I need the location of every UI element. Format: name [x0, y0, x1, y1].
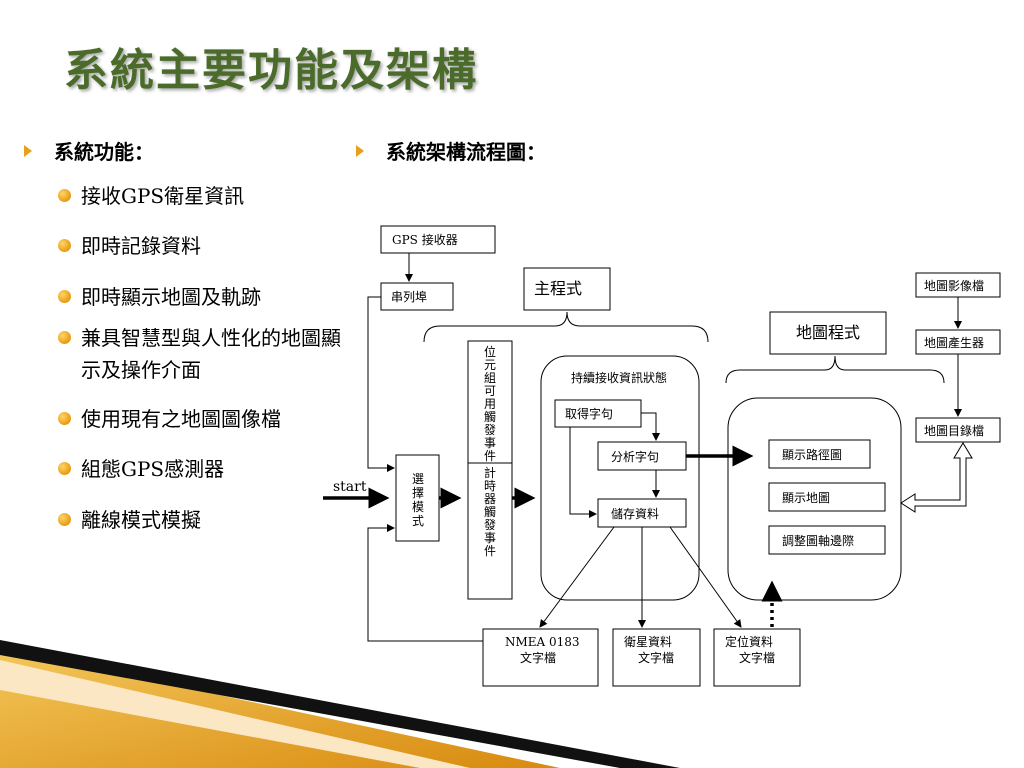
bullet-dot-icon [58, 239, 71, 252]
svg-text:發: 發 [484, 517, 496, 532]
black-stripe [0, 640, 680, 768]
nmea-file-label-line2: 文字檔 [520, 650, 556, 665]
svg-text:事: 事 [484, 531, 496, 545]
list-item: 離線模式模擬 [58, 504, 341, 536]
satellite-file-label-line1: 衛星資料 [624, 635, 672, 649]
features-heading: 系統功能： [24, 136, 154, 165]
list-item: 兼具智慧型與人性化的地圖顯示及操作介面 [58, 322, 341, 386]
get-sentence-box [554, 399, 642, 428]
show-map-box [768, 482, 886, 512]
nmea-file-box [482, 628, 599, 687]
position-file-label-line2: 文字檔 [739, 650, 775, 665]
main-program-label: 主程式 [534, 279, 582, 298]
svg-text:模: 模 [412, 500, 424, 514]
svg-text:用: 用 [484, 397, 496, 411]
svg-text:擇: 擇 [412, 485, 424, 500]
event-column-box [467, 340, 513, 600]
list-item: 即時顯示地圖及軌跡 [58, 281, 341, 313]
bullet-dot-icon [58, 189, 71, 202]
show-route-label: 顯示路徑圖 [782, 447, 842, 462]
adjust-border-label: 調整圖軸邊際 [782, 533, 854, 548]
svg-text:式: 式 [412, 514, 424, 528]
byte-event-label: 位 元 組 可 用 觸 發 事 件 [484, 344, 496, 463]
list-item: 接收GPS衛星資訊 [58, 180, 341, 212]
svg-text:計: 計 [484, 465, 496, 480]
double-arrow-icon [900, 442, 973, 513]
select-mode-label: 選 擇 模 式 [412, 472, 424, 528]
main-program-brace [423, 311, 709, 343]
map-image-file-label: 地圖影像檔 [924, 279, 984, 293]
main-program-box [523, 267, 611, 311]
svg-text:件: 件 [484, 449, 496, 463]
page-title: 系統主要功能及架構 [64, 45, 478, 96]
adjust-border-box [768, 525, 886, 555]
bullet-dot-icon [58, 331, 71, 344]
features-heading-label: 系統功能： [54, 140, 154, 164]
svg-text:位: 位 [484, 344, 496, 359]
bullet-dot-icon [58, 412, 71, 425]
list-item: 即時記錄資料 [58, 230, 341, 262]
timer-event-label: 計 時 器 觸 發 事 件 [484, 465, 496, 558]
start-label: start [333, 479, 367, 495]
light-stripe [0, 660, 470, 768]
main-program-container [540, 355, 700, 601]
svg-text:器: 器 [484, 492, 496, 506]
satellite-file-label-line2: 文字檔 [638, 650, 674, 665]
svg-text:發: 發 [484, 422, 496, 437]
bullet-dot-icon [58, 513, 71, 526]
svg-text:時: 時 [484, 479, 496, 493]
store-data-label: 儲存資料 [611, 507, 659, 521]
analyze-sentence-label: 分析字句 [611, 449, 659, 464]
map-program-brace [725, 355, 945, 384]
svg-text:件: 件 [484, 544, 496, 558]
svg-text:觸: 觸 [484, 409, 496, 424]
svg-text:事: 事 [484, 436, 496, 450]
bullet-dot-icon [58, 462, 71, 475]
map-generator-label: 地圖產生器 [924, 335, 984, 350]
svg-text:組: 組 [484, 371, 496, 385]
gps-receiver-box [380, 225, 496, 254]
arrow-bullet-icon [24, 144, 32, 157]
svg-text:選: 選 [412, 472, 424, 486]
show-route-box [768, 439, 871, 469]
map-program-label: 地圖程式 [796, 323, 860, 342]
list-item: 使用現有之地圖圖像檔 [58, 403, 341, 435]
serial-port-label: 串列埠 [391, 290, 427, 304]
store-data-box [597, 498, 687, 528]
list-item: 組態GPS感測器 [58, 453, 341, 485]
arrow-bullet-icon [356, 144, 364, 157]
architecture-heading-label: 系統架構流程圖： [386, 140, 546, 164]
position-file-box [713, 628, 801, 687]
svg-text:元: 元 [484, 358, 496, 372]
get-sentence-label: 取得字句 [565, 406, 613, 421]
continuous-receive-label: 持續接收資訊狀態 [571, 370, 667, 385]
show-map-label: 顯示地圖 [782, 491, 830, 505]
gps-receiver-label: GPS 接收器 [392, 232, 458, 247]
architecture-heading: 系統架構流程圖： [356, 136, 546, 165]
svg-text:可: 可 [484, 384, 496, 398]
svg-text:觸: 觸 [484, 504, 496, 519]
analyze-sentence-box [597, 441, 687, 471]
map-directory-file-box [915, 417, 1001, 443]
select-mode-box [395, 454, 440, 542]
bullet-dot-icon [58, 290, 71, 303]
map-program-box [769, 311, 887, 355]
position-file-label-line1: 定位資料 [725, 634, 773, 649]
satellite-file-box [612, 628, 701, 687]
nmea-file-label-line1: NMEA 0183 [505, 635, 580, 649]
map-directory-file-label: 地圖目錄檔 [924, 423, 984, 438]
